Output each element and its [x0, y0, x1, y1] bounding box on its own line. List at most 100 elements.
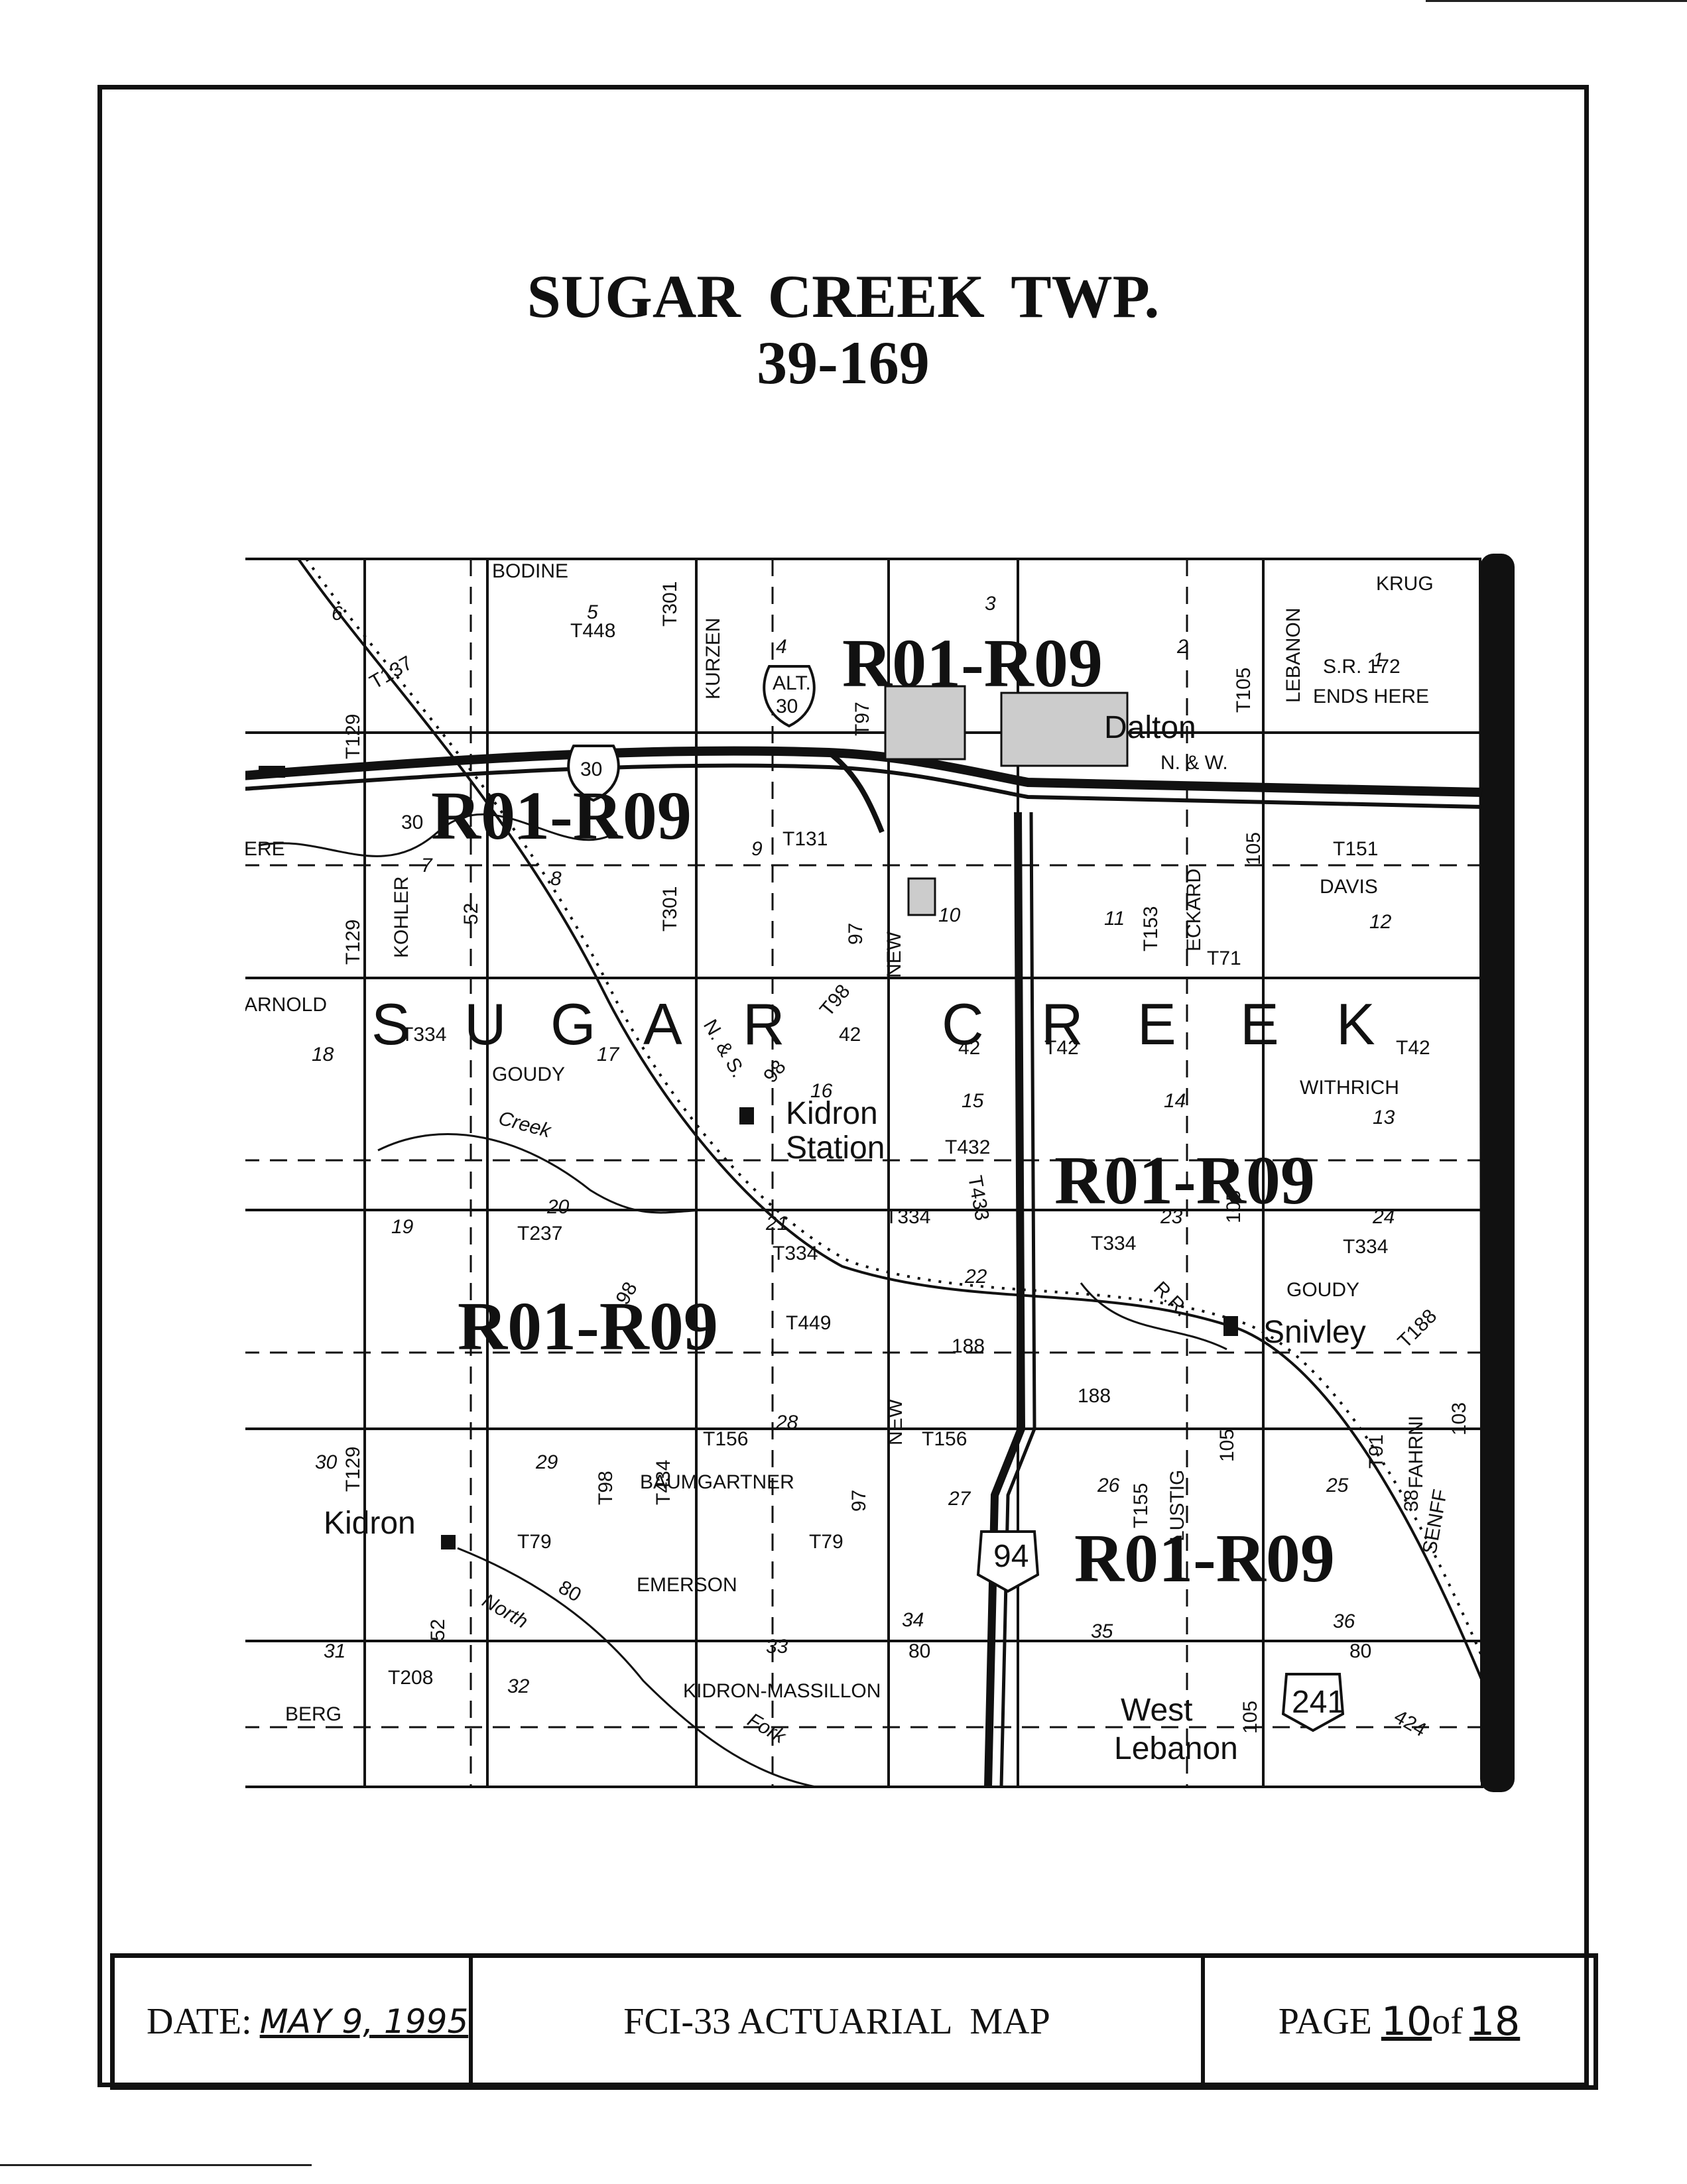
road-label: 188 — [952, 1335, 985, 1357]
svg-text:E: E — [1137, 991, 1210, 1057]
road-label: 105 — [1243, 832, 1265, 865]
railroad-n-and-s — [297, 558, 1491, 1681]
svg-text:G: G — [550, 991, 629, 1057]
svg-text:A: A — [643, 991, 716, 1057]
place-names: Dalton Kidron Station Snivley Kidron Wes… — [324, 710, 1366, 1766]
road-label: T156 — [703, 1428, 748, 1450]
page-current: 10 — [1381, 1998, 1432, 2045]
road-label: T334 — [773, 1243, 818, 1264]
road-label: DAVIS — [1320, 876, 1378, 898]
section-number: 6 — [332, 603, 343, 625]
section-number: 25 — [1326, 1475, 1349, 1496]
road-label: T42 — [1396, 1037, 1430, 1059]
section-number: 12 — [1369, 911, 1392, 933]
road-label: T129 — [342, 1447, 364, 1492]
section-number: 3 — [985, 593, 996, 615]
town-markers — [259, 766, 1238, 1549]
road-label: GOUDY — [492, 1063, 565, 1085]
township-letters: S U G A R C R E E K — [371, 991, 1408, 1057]
svg-text:C: C — [942, 991, 1017, 1057]
road-label: T434 — [653, 1460, 674, 1505]
road-label: T151 — [1333, 838, 1378, 860]
section-number: 27 — [948, 1488, 971, 1510]
road-label: 188 — [1078, 1385, 1111, 1407]
map-footer: DATE: MAY 9, 1995 FCI-33 ACTUARIAL MAP P… — [110, 1953, 1598, 2090]
svg-text:U: U — [464, 991, 540, 1057]
bottom-edge-rule — [0, 2164, 312, 2166]
section-number: 17 — [597, 1044, 620, 1065]
road-label: 80 — [908, 1640, 930, 1662]
section-number: 22 — [964, 1266, 987, 1288]
creek-lines — [258, 813, 1227, 1788]
road-label: T449 — [786, 1312, 831, 1334]
section-number: 2 — [1176, 636, 1188, 658]
road-label: N. & W. — [1160, 752, 1228, 774]
road-label: S.R. 172 — [1323, 656, 1401, 678]
section-number: 23 — [1160, 1206, 1183, 1228]
road-label: T153 — [1140, 906, 1162, 951]
road-label: 103 — [1448, 1402, 1470, 1435]
water-label: Fork — [744, 1709, 790, 1748]
section-number: 31 — [324, 1640, 345, 1662]
place-name: Dalton — [1104, 710, 1196, 745]
road-label: ALT. — [773, 672, 811, 694]
road-label: BERG — [285, 1703, 342, 1725]
zone-label: R01-R09 — [458, 1288, 718, 1365]
township-map: R01-R09 R01-R09 R01-R09 R01-R09 R01-R09 … — [245, 554, 1515, 1792]
section-number: 14 — [1164, 1090, 1186, 1112]
section-number: 28 — [775, 1412, 798, 1433]
map-name: FCI-33 ACTUARIAL MAP — [623, 2001, 1050, 2042]
date-label: DATE: — [147, 2001, 252, 2042]
zone-label: R01-R09 — [842, 625, 1103, 701]
road-label: T42 — [1044, 1037, 1079, 1059]
road-label: T301 — [659, 581, 681, 627]
road-label: 52 — [427, 1619, 449, 1641]
township-name: SUGAR CREEK TWP. — [527, 263, 1160, 330]
section-number: 32 — [507, 1675, 530, 1697]
section-number: 33 — [766, 1636, 788, 1658]
section-number: 4 — [776, 636, 787, 658]
road-label: WITHRICH — [1300, 1077, 1399, 1099]
section-number: 19 — [391, 1216, 414, 1238]
town-shading — [884, 685, 1129, 916]
page-cell: PAGE 10 of 18 — [1205, 1958, 1593, 2085]
road-label: GOUDY — [1286, 1279, 1359, 1301]
road-label: 30 — [580, 758, 602, 780]
road-label: 80 — [1349, 1640, 1371, 1662]
section-number: 1 — [1373, 649, 1384, 671]
page-total: 18 — [1469, 1998, 1521, 2045]
section-number: 36 — [1333, 1610, 1355, 1632]
road-label: BAUMGARTNER — [640, 1471, 794, 1493]
road-label: BODINE — [492, 560, 568, 582]
road-label: KRUG — [1376, 573, 1434, 595]
road-labels: BODINE T301 T448 KURZEN T137 T129 ALT. 3… — [245, 560, 1470, 1741]
road-label: T98 — [595, 1471, 617, 1505]
road-label: 38 — [1401, 1490, 1422, 1512]
svg-text:E: E — [1240, 991, 1312, 1057]
road-label: T105 — [1233, 668, 1255, 713]
water-label: Creek — [496, 1107, 554, 1142]
road-label: T334 — [1091, 1233, 1136, 1254]
section-number: 18 — [312, 1044, 334, 1065]
road-label: T156 — [922, 1428, 967, 1450]
road-label: ERE — [245, 838, 285, 860]
road-label: ECKARD — [1183, 869, 1205, 951]
road-label: KOHLER — [391, 877, 412, 958]
place-name: Lebanon — [1114, 1731, 1238, 1766]
road-label: 30 — [401, 812, 423, 833]
page-of-label: of — [1432, 2001, 1463, 2042]
road-label: T208 — [388, 1667, 433, 1689]
place-name: Snivley — [1263, 1315, 1366, 1350]
date-value: MAY 9, 1995 — [259, 2002, 469, 2041]
road-label: NEW — [885, 1398, 906, 1445]
road-label: T433 — [964, 1174, 993, 1222]
svg-text:K: K — [1336, 991, 1408, 1057]
road-label: T79 — [809, 1531, 844, 1553]
road-label: T129 — [342, 714, 364, 759]
road-label: 105 — [1223, 1190, 1245, 1223]
section-number: 8 — [550, 868, 562, 890]
road-label: 424 — [1391, 1705, 1430, 1741]
road-label: ENDS HERE — [1313, 686, 1429, 707]
zone-label: R01-R09 — [431, 778, 692, 854]
page-label: PAGE — [1278, 2001, 1372, 2042]
